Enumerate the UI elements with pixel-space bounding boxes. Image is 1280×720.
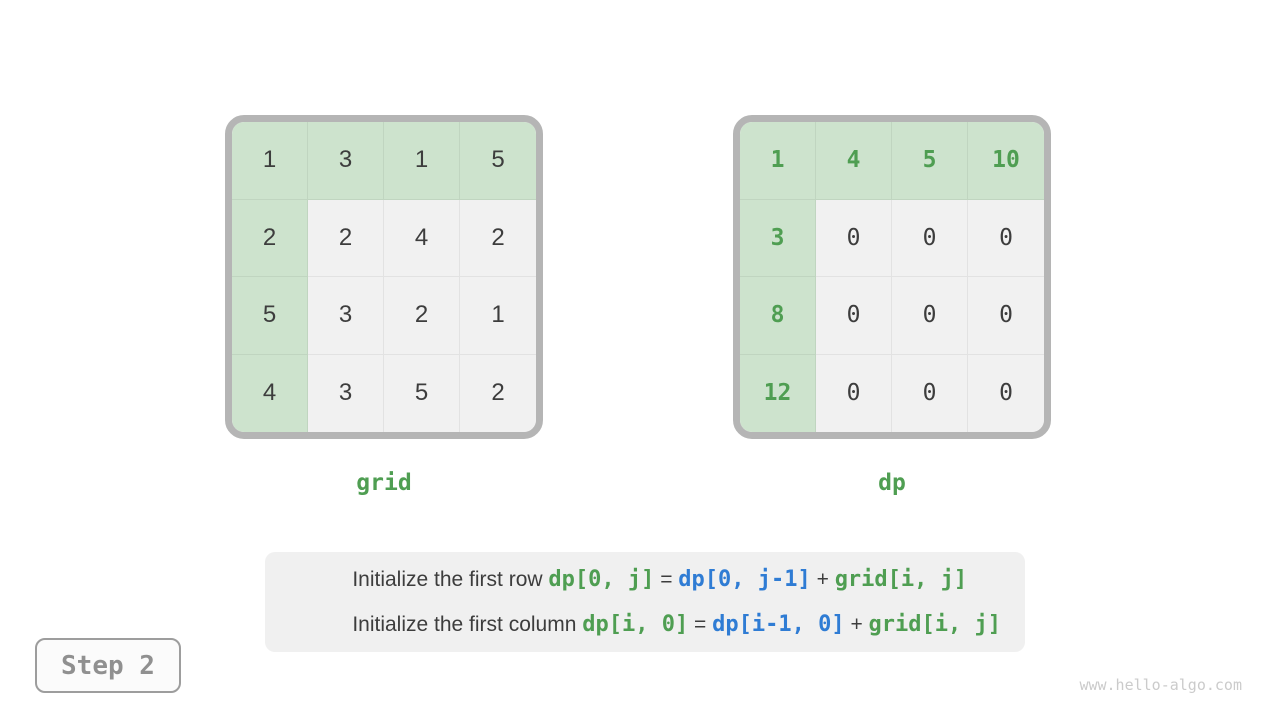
grid-cell-value: 4 <box>414 223 429 251</box>
caption-code: dp[i, 0] <box>582 612 689 637</box>
dp-cell-value: 0 <box>999 302 1013 329</box>
dp-cell-2-2: 0 <box>892 277 968 355</box>
dp-cell-value: 8 <box>770 302 785 329</box>
caption-line-2: Initialize the first column dp[i, 0] = d… <box>352 602 1001 647</box>
grid-cell-value: 1 <box>491 301 505 329</box>
caption-box: Initialize the first row dp[0, j] = dp[0… <box>265 552 1025 652</box>
grid-cell-2-1: 3 <box>308 277 384 355</box>
grid-cell-value: 2 <box>338 223 353 251</box>
dp-cell-value: 3 <box>770 224 785 251</box>
dp-cell-value: 0 <box>922 224 937 251</box>
caption-text: = <box>688 613 713 636</box>
grid-cell-value: 3 <box>338 301 353 329</box>
dp-cell-3-2: 0 <box>892 354 968 432</box>
dp-cell-0-3: 10 <box>968 122 1044 200</box>
watermark: www.hello-algo.com <box>1079 676 1242 694</box>
dp-cell-value: 0 <box>999 224 1013 251</box>
dp-cell-0-1: 4 <box>816 122 892 200</box>
grid-matrix-label: grid <box>356 470 412 496</box>
dp-cell-value: 12 <box>763 380 792 407</box>
caption-text: Initialize the first column <box>352 613 583 636</box>
grid-cell-value: 2 <box>262 223 277 251</box>
dp-cell-1-3: 0 <box>968 199 1044 277</box>
grid-cell-2-2: 2 <box>384 277 460 355</box>
grid-cell-value: 2 <box>491 379 505 407</box>
grid-cell-value: 5 <box>262 301 277 329</box>
grid-cell-value: 5 <box>414 379 429 407</box>
grid-cell-value: 5 <box>491 146 505 174</box>
grid-cell-value: 1 <box>262 146 277 174</box>
dp-matrix: 1 4 5 10 3 0 0 0 8 0 0 0 12 0 0 0 <box>733 115 1051 439</box>
grid-cell-0-1: 3 <box>308 122 384 200</box>
caption-text: + <box>844 613 869 636</box>
caption-code: dp[0, j] <box>548 567 655 592</box>
caption-text: Initialize the first row <box>352 568 549 591</box>
grid-cell-0-2: 1 <box>384 122 460 200</box>
grid-cell-value: 2 <box>491 223 505 251</box>
dp-cell-value: 0 <box>846 380 861 407</box>
caption-code: grid[i, j] <box>868 612 1001 637</box>
grid-cell-value: 2 <box>414 301 429 329</box>
grid-cell-2-3: 1 <box>460 277 536 355</box>
caption-code: dp[i-1, 0] <box>712 612 845 637</box>
dp-matrix-label: dp <box>878 470 906 496</box>
dp-cell-1-2: 0 <box>892 199 968 277</box>
grid-cell-value: 3 <box>338 146 353 174</box>
step-badge: Step 2 <box>35 638 181 693</box>
grid-cell-1-1: 2 <box>308 199 384 277</box>
dp-matrix-cells: 1 4 5 10 3 0 0 0 8 0 0 0 12 0 0 0 <box>740 122 1044 432</box>
grid-cell-3-2: 5 <box>384 354 460 432</box>
grid-cell-3-3: 2 <box>460 354 536 432</box>
grid-cell-0-3: 5 <box>460 122 536 200</box>
caption-line-1: Initialize the first row dp[0, j] = dp[0… <box>352 557 1001 602</box>
dp-cell-2-1: 0 <box>816 277 892 355</box>
grid-matrix-cells: 1 3 1 5 2 2 4 2 5 3 2 1 4 3 5 2 <box>232 122 536 432</box>
dp-cell-value: 0 <box>846 302 861 329</box>
dp-cell-value: 0 <box>999 380 1013 407</box>
dp-cell-value: 1 <box>770 147 785 174</box>
dp-cell-2-3: 0 <box>968 277 1044 355</box>
dp-cell-3-0: 12 <box>740 354 816 432</box>
grid-cell-value: 1 <box>414 146 429 174</box>
grid-cell-3-1: 3 <box>308 354 384 432</box>
dp-cell-value: 0 <box>922 380 937 407</box>
dp-cell-1-0: 3 <box>740 199 816 277</box>
grid-cell-value: 3 <box>338 379 353 407</box>
grid-matrix: 1 3 1 5 2 2 4 2 5 3 2 1 4 3 5 2 <box>225 115 543 439</box>
caption-code: grid[i, j] <box>834 567 968 592</box>
grid-cell-0-0: 1 <box>232 122 308 200</box>
dp-cell-value: 0 <box>922 302 937 329</box>
grid-cell-2-0: 5 <box>232 277 308 355</box>
dp-cell-value: 0 <box>846 224 861 251</box>
grid-cell-1-0: 2 <box>232 199 308 277</box>
caption-text: = <box>654 568 679 591</box>
dp-cell-3-1: 0 <box>816 354 892 432</box>
dp-cell-3-3: 0 <box>968 354 1044 432</box>
dp-cell-value: 10 <box>992 147 1020 174</box>
caption-lines: Initialize the first row dp[0, j] = dp[0… <box>352 557 1001 647</box>
grid-cell-3-0: 4 <box>232 354 308 432</box>
grid-cell-1-3: 2 <box>460 199 536 277</box>
dp-cell-0-2: 5 <box>892 122 968 200</box>
dp-cell-2-0: 8 <box>740 277 816 355</box>
caption-code: dp[0, j-1] <box>678 567 811 592</box>
caption-text: + <box>810 568 835 591</box>
grid-cell-value: 4 <box>262 379 277 407</box>
dp-cell-0-0: 1 <box>740 122 816 200</box>
dp-cell-1-1: 0 <box>816 199 892 277</box>
grid-cell-1-2: 4 <box>384 199 460 277</box>
dp-cell-value: 4 <box>846 147 861 174</box>
dp-cell-value: 5 <box>922 147 937 174</box>
